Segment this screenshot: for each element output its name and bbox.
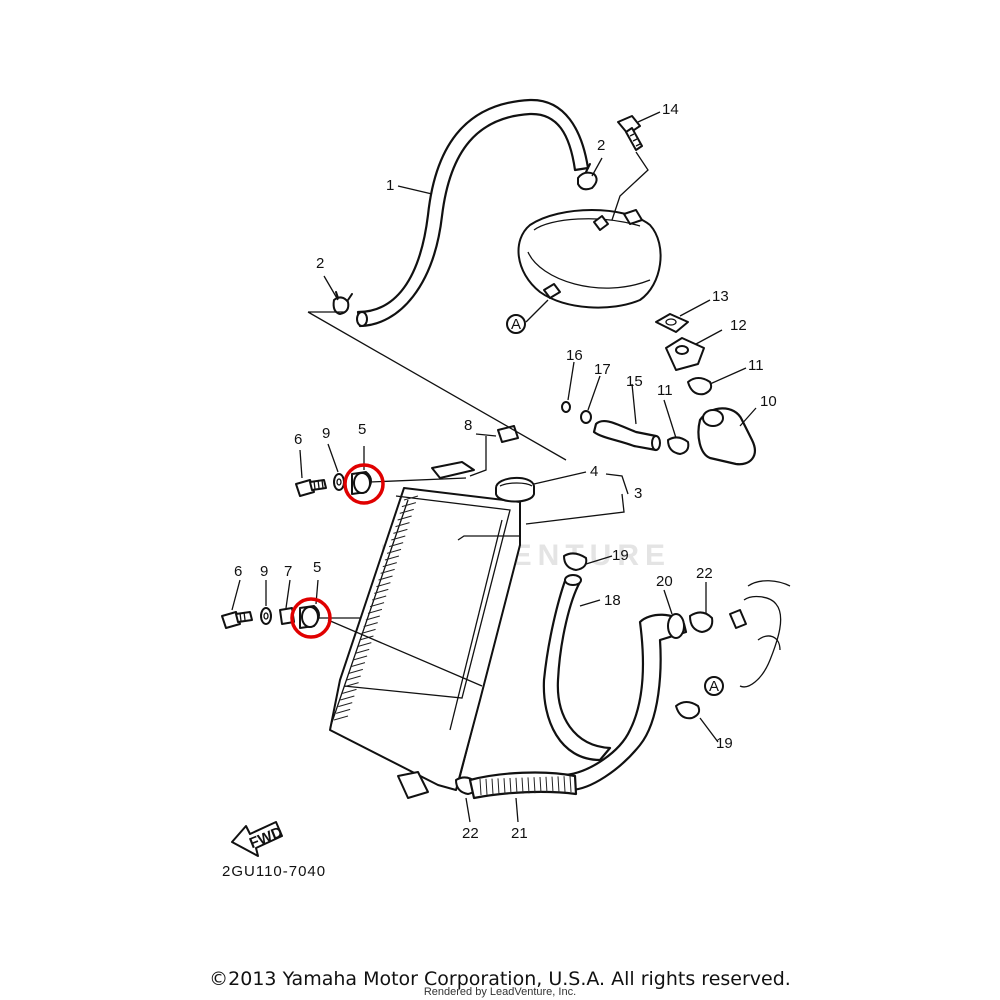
part-label: 22	[696, 565, 713, 582]
fwd-arrow: FWD	[231, 821, 285, 857]
highlight-circle-upper	[343, 463, 385, 505]
part-label: 3	[634, 485, 642, 502]
o-ring-17[interactable]	[580, 410, 592, 424]
marker-a-upper: A	[506, 299, 549, 334]
radiator-fins	[333, 495, 419, 721]
hose-clamp-19-upper[interactable]	[563, 552, 588, 571]
damper-5-upper[interactable]	[351, 471, 372, 495]
part-label: 10	[760, 393, 777, 410]
part-label: 2	[597, 137, 605, 154]
copyright-notice: ©2013 Yamaha Motor Corporation, U.S.A. A…	[209, 968, 791, 990]
svg-text:A: A	[709, 678, 719, 695]
part-label: 19	[716, 735, 733, 752]
part-label: 11	[657, 382, 673, 399]
part-label: 14	[662, 101, 679, 118]
part-label: 5	[313, 559, 321, 576]
marker-a-lower: A	[704, 676, 724, 696]
drawing-code: 2GU110-7040	[222, 863, 326, 880]
hose-18[interactable]	[542, 574, 612, 762]
o-ring-16[interactable]	[561, 401, 571, 413]
part-label: 1	[386, 177, 394, 194]
part-label: 21	[511, 825, 528, 842]
hose-clamp-11-upper[interactable]	[687, 377, 713, 396]
part-label: 17	[594, 361, 611, 378]
part-label: 4	[590, 463, 598, 480]
part-number-labels: 1 2 2 14 13 12 11 11 10 15 16 17 8 6 9 5…	[234, 101, 777, 842]
bolt-6-lower[interactable]	[221, 611, 253, 629]
part-label: 18	[604, 592, 621, 609]
hose-clamp-22-upper[interactable]	[689, 611, 714, 633]
gasket-13[interactable]	[655, 313, 689, 333]
svg-text:A: A	[511, 316, 521, 333]
hose-20[interactable]	[564, 613, 688, 792]
part-label: 5	[358, 421, 366, 438]
hose-clamp-lower[interactable]	[332, 291, 353, 315]
bolt-6-upper[interactable]	[295, 479, 327, 497]
hose-clamp-upper[interactable]	[577, 163, 598, 191]
hose-clamp-11-lower[interactable]	[667, 436, 690, 455]
reservoir-tank[interactable]	[517, 209, 662, 309]
hose-clamp-19-lower[interactable]	[675, 701, 701, 720]
overflow-hose[interactable]	[356, 98, 590, 328]
part-label: 15	[626, 373, 643, 390]
pipe-15[interactable]	[592, 419, 661, 452]
part-label: 22	[462, 825, 479, 842]
svg-text:FWD: FWD	[247, 824, 285, 853]
part-label: 9	[322, 425, 330, 442]
rendered-by-note: Rendered by LeadVenture, Inc.	[423, 986, 577, 998]
hose-21[interactable]	[468, 771, 578, 800]
highlight-circle-lower	[290, 597, 332, 639]
part-label: 6	[234, 563, 242, 580]
bolt-8[interactable]	[497, 425, 519, 443]
part-label: 19	[612, 547, 629, 564]
part-label: 9	[260, 563, 268, 580]
part-label: 16	[566, 347, 583, 364]
joint-12[interactable]	[665, 337, 705, 371]
radiator[interactable]	[329, 461, 521, 799]
hose-10[interactable]	[697, 407, 756, 466]
part-label: 7	[284, 563, 292, 580]
part-label: 8	[464, 417, 472, 434]
leader-lines	[231, 111, 757, 823]
part-label: 20	[656, 573, 673, 590]
washer-9-lower[interactable]	[260, 607, 272, 625]
engine-outline	[729, 580, 791, 688]
part-label: 11	[748, 357, 764, 374]
bolt-14[interactable]	[617, 115, 643, 151]
part-label: 2	[316, 255, 324, 272]
part-label: 12	[730, 317, 747, 334]
hose-21-corrugations	[479, 775, 572, 796]
part-label: 13	[712, 288, 729, 305]
part-label: 6	[294, 431, 302, 448]
damper-5-lower[interactable]	[299, 605, 320, 629]
washer-9-upper[interactable]	[333, 473, 345, 491]
parts-diagram: LEADVENTURE	[221, 98, 791, 880]
radiator-cap[interactable]	[495, 477, 535, 503]
